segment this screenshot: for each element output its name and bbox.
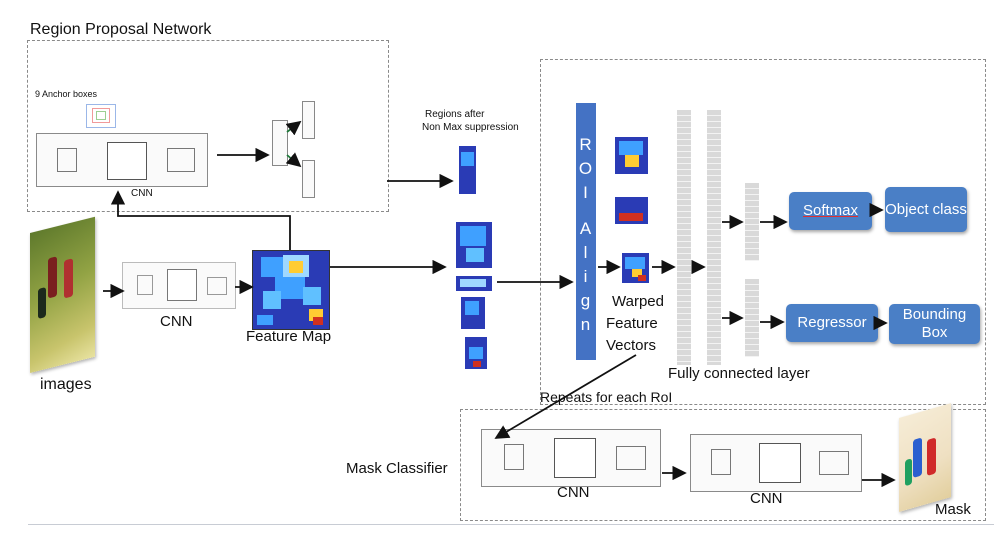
regressor-box: Regressor (786, 304, 878, 342)
object-class-box: Object class (885, 187, 967, 232)
roi-letter-3: I (583, 183, 589, 202)
warped-label-1: Warped (612, 293, 664, 310)
mask-classifier-label: Mask Classifier (346, 460, 448, 477)
fc-label: Fully connected layer (668, 365, 810, 382)
mask-cnn-diagram-1 (481, 429, 661, 487)
feature-map-label: Feature Map (246, 328, 332, 345)
main-cnn-label: CNN (160, 313, 193, 330)
mask-cnn-label-1: CNN (557, 484, 590, 501)
roi-letter-4: A (579, 219, 593, 238)
roi-letter-7: g (580, 291, 592, 310)
arrow-rpn-cls (285, 120, 302, 136)
rpn-panel (27, 40, 389, 212)
fc-column-2 (707, 110, 721, 365)
rpn-intermediate-layer (272, 120, 288, 166)
anchor-boxes-icon (86, 104, 116, 128)
fc-column-1 (677, 110, 691, 365)
rpn-cnn-diagram (36, 133, 208, 187)
softmax-box: Softmax (789, 192, 872, 230)
mask-panel (460, 409, 986, 521)
images-label: images (40, 376, 92, 393)
rpn-output-cls (302, 101, 315, 139)
region-patch-1 (459, 146, 476, 194)
arrow-rpn-reg (285, 152, 302, 168)
mask-cnn-label-2: CNN (750, 490, 783, 507)
roi-letter-1: R (579, 135, 593, 154)
mask-cnn-diagram-2 (690, 434, 862, 492)
arrow-feature-map-to-rpn (110, 190, 291, 250)
bounding-box-box: Bounding Box (889, 304, 980, 344)
region-patch-4 (461, 297, 485, 329)
roi-letter-2: O (578, 159, 594, 178)
rpn-output-reg (302, 160, 315, 198)
roi-align-bar: R O I A l i g n (576, 103, 596, 360)
warped-label-3: Vectors (606, 337, 657, 354)
bottom-separator (28, 524, 994, 525)
rpn-cnn-label: CNN (131, 188, 153, 199)
main-cnn-diagram (122, 262, 236, 309)
regions-label-1: Regions after (425, 109, 485, 120)
regions-label-2: Non Max suppression (422, 122, 519, 133)
warped-patch-3 (622, 253, 649, 283)
roi-letter-5: l (583, 243, 589, 262)
rpn-title: Region Proposal Network (30, 21, 212, 38)
warped-patch-1 (615, 137, 648, 174)
region-patch-5 (465, 337, 487, 369)
mask-label: Mask (935, 501, 971, 518)
warped-patch-2 (615, 197, 648, 224)
fc-column-4 (745, 279, 759, 357)
region-patch-2 (456, 222, 492, 268)
roi-letter-6: i (583, 267, 589, 286)
roi-letter-8: n (580, 315, 592, 334)
region-patch-3 (456, 276, 492, 291)
warped-label-2: Feature (606, 315, 658, 332)
anchor-boxes-label: 9 Anchor boxes (35, 89, 98, 99)
head-panel (540, 59, 986, 405)
fc-column-3 (745, 183, 759, 261)
arrow-warped-to-mask (494, 354, 637, 439)
